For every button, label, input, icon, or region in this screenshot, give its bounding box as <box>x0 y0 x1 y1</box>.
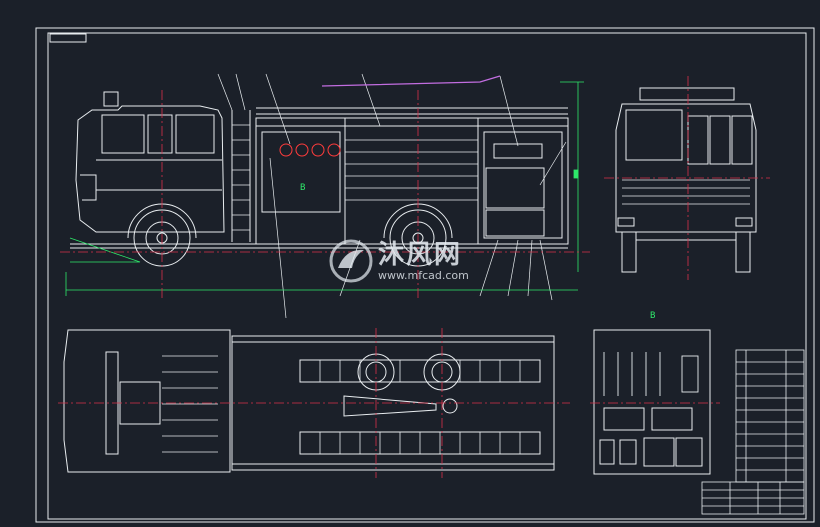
top-view-truck <box>63 329 555 473</box>
title-block <box>701 481 805 515</box>
centerlines <box>58 76 770 478</box>
sheet-border-inner <box>47 32 807 520</box>
equipment-panel-view <box>593 329 711 475</box>
title-stub <box>49 33 87 43</box>
hose-line <box>321 75 501 87</box>
sheet-border-outer <box>35 27 815 523</box>
watermark-url: www.mfcad.com <box>378 268 469 282</box>
mfcad-logo-icon <box>329 239 373 283</box>
watermark-brand: 沐风网 <box>378 239 463 270</box>
section-marker-b-side: B <box>300 183 306 193</box>
watermark: 沐风网 www.mfcad.com <box>328 238 498 284</box>
parts-list-table <box>735 349 805 483</box>
side-view-truck <box>70 73 569 319</box>
dimension-lines <box>65 81 584 296</box>
front-view-truck <box>615 87 757 273</box>
section-marker-b-panel: B <box>650 311 656 321</box>
